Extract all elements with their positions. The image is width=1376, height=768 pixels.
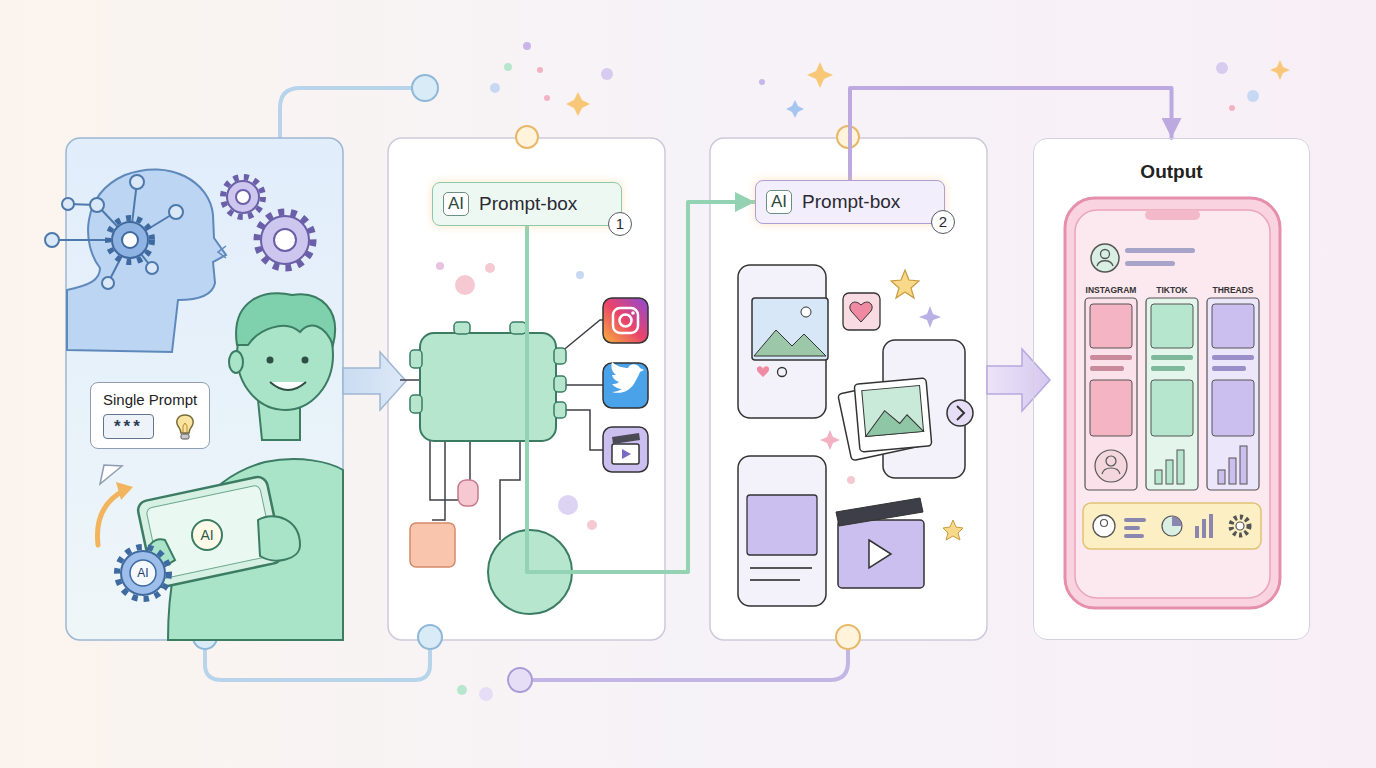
prompt-box: AIPrompt-box2 <box>755 180 945 224</box>
prompt-dots: *** <box>103 414 154 439</box>
gear-label: AI <box>137 566 148 580</box>
prompt-bubble: Single Prompt *** <box>90 382 210 449</box>
step-number: 1 <box>608 212 632 236</box>
prompt-box-title: Prompt-box <box>802 191 900 213</box>
connector-arrow <box>527 202 755 572</box>
lightbulb-icon <box>173 412 197 442</box>
output-panel: Output <box>1033 138 1310 640</box>
column-label: THREADS <box>1212 285 1253 295</box>
tablet-label: AI <box>200 527 213 543</box>
ai-chip: AI <box>443 192 469 216</box>
column-label: INSTAGRAM <box>1086 285 1137 295</box>
prompt-box: AIPrompt-box1 <box>432 182 622 226</box>
bubble-title: Single Prompt <box>103 391 197 408</box>
prompt-box-title: Prompt-box <box>479 193 577 215</box>
column-label: TIKTOK <box>1156 285 1187 295</box>
step-number: 2 <box>931 210 955 234</box>
ai-chip: AI <box>766 190 792 214</box>
connector-arrow <box>850 88 1172 180</box>
panel-title: Output <box>1034 161 1309 183</box>
